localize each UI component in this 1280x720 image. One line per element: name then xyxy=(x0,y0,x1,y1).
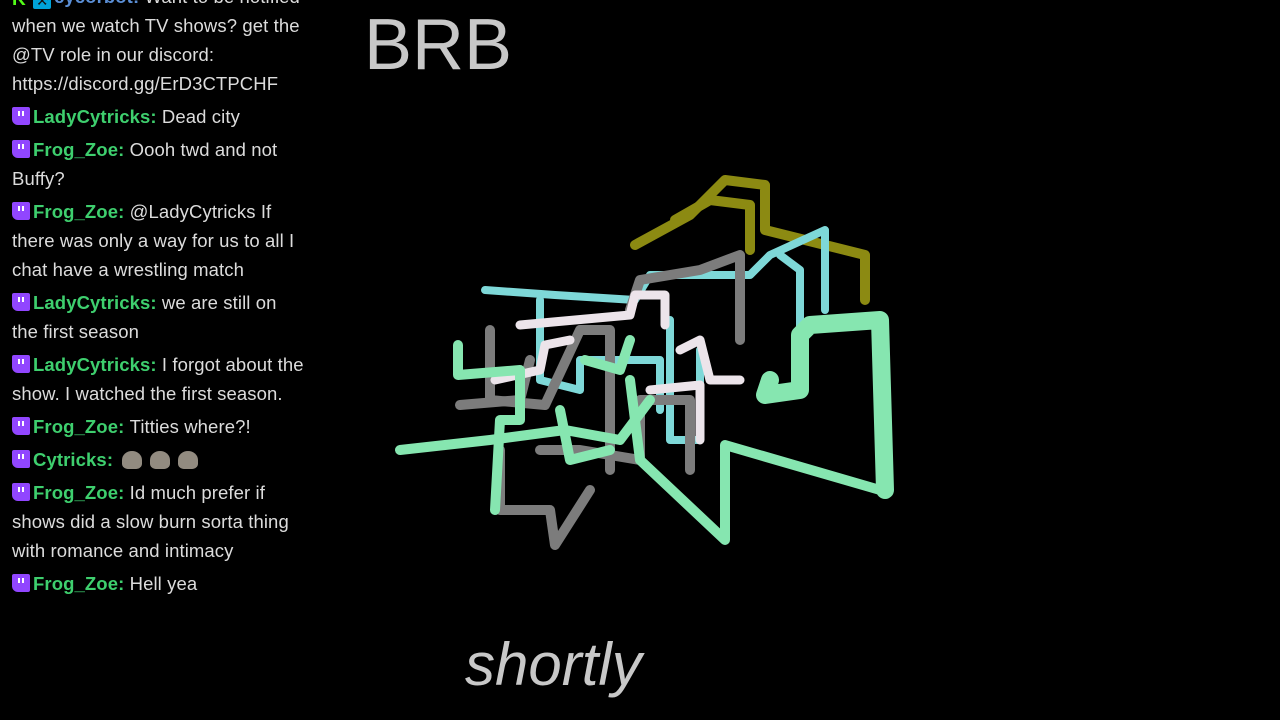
chat-username[interactable]: Frog_Zoe xyxy=(33,201,119,222)
chat-text: Dead city xyxy=(161,106,240,127)
chat-message: Frog_Zoe: Oooh twd and not Buffy? xyxy=(12,135,307,193)
chat-message: LadyCytricks: we are still on the first … xyxy=(12,288,307,346)
colon: : xyxy=(118,139,130,160)
twitch-badge-icon xyxy=(12,293,30,311)
emote-icon xyxy=(178,451,199,469)
chat-text: @LadyCytricks If there was only a way fo… xyxy=(12,201,295,280)
chat-message: LadyCytricks: Dead city xyxy=(12,102,307,131)
emote-icon xyxy=(122,451,143,469)
chat-username[interactable]: cycorbot xyxy=(54,0,133,7)
chat-message: Frog_Zoe: @LadyCytricks If there was onl… xyxy=(12,197,307,284)
colon: : xyxy=(150,292,162,313)
chat-text: Want to be notified when we watch TV sho… xyxy=(12,0,300,94)
chat-message: Frog_Zoe: Hell yea xyxy=(12,569,307,598)
mod-badge-icon: ⚒ xyxy=(33,0,51,9)
chat-text: Id much prefer if shows did a slow burn … xyxy=(12,482,289,561)
colon: : xyxy=(118,416,130,437)
chat-text: Oooh twd and not Buffy? xyxy=(12,139,278,189)
colon: : xyxy=(150,354,162,375)
shortly-subtitle: shortly xyxy=(465,631,642,698)
chat-username[interactable]: Cytricks xyxy=(33,449,107,470)
chat-username[interactable]: Frog_Zoe xyxy=(33,573,119,594)
colon: : xyxy=(118,201,130,222)
colon: : xyxy=(133,0,145,7)
kick-badge-icon: K xyxy=(12,0,32,9)
emote-icon xyxy=(150,451,171,469)
pipes-screensaver xyxy=(395,175,894,550)
twitch-badge-icon xyxy=(12,450,30,468)
pipes-mint xyxy=(395,311,894,545)
chat-username[interactable]: Frog_Zoe xyxy=(33,139,119,160)
brb-title: BRB xyxy=(364,5,513,85)
chat-message: Frog_Zoe: Titties where?! xyxy=(12,412,307,441)
twitch-badge-icon xyxy=(12,417,30,435)
colon: : xyxy=(118,482,130,503)
chat-text: Titties where?! xyxy=(129,416,251,437)
colon: : xyxy=(118,573,130,594)
chat-text: we are still on the first season xyxy=(12,292,277,342)
twitch-badge-icon xyxy=(12,107,30,125)
chat-message: Cytricks: xyxy=(12,445,307,474)
chat-message: LadyCytricks: I forgot about the show. I… xyxy=(12,350,307,408)
chat-username[interactable]: Frog_Zoe xyxy=(33,482,119,503)
chat-text: Hell yea xyxy=(129,573,198,594)
twitch-badge-icon xyxy=(12,202,30,220)
chat-username[interactable]: LadyCytricks xyxy=(33,292,151,313)
chat-text: I forgot about the show. I watched the f… xyxy=(12,354,304,404)
chat-username[interactable]: Frog_Zoe xyxy=(33,416,119,437)
colon: : xyxy=(106,449,119,470)
chat-message: K⚒cycorbot: Want to be notified when we … xyxy=(12,0,307,98)
twitch-badge-icon xyxy=(12,140,30,158)
chat-username[interactable]: LadyCytricks xyxy=(33,354,151,375)
twitch-badge-icon xyxy=(12,574,30,592)
twitch-badge-icon xyxy=(12,483,30,501)
twitch-badge-icon xyxy=(12,355,30,373)
chat-overlay: K⚒cycorbot: Want to be notified when we … xyxy=(12,0,307,602)
pipes-olive xyxy=(630,175,870,305)
colon: : xyxy=(150,106,162,127)
chat-username[interactable]: LadyCytricks xyxy=(33,106,151,127)
chat-message: Frog_Zoe: Id much prefer if shows did a … xyxy=(12,478,307,565)
